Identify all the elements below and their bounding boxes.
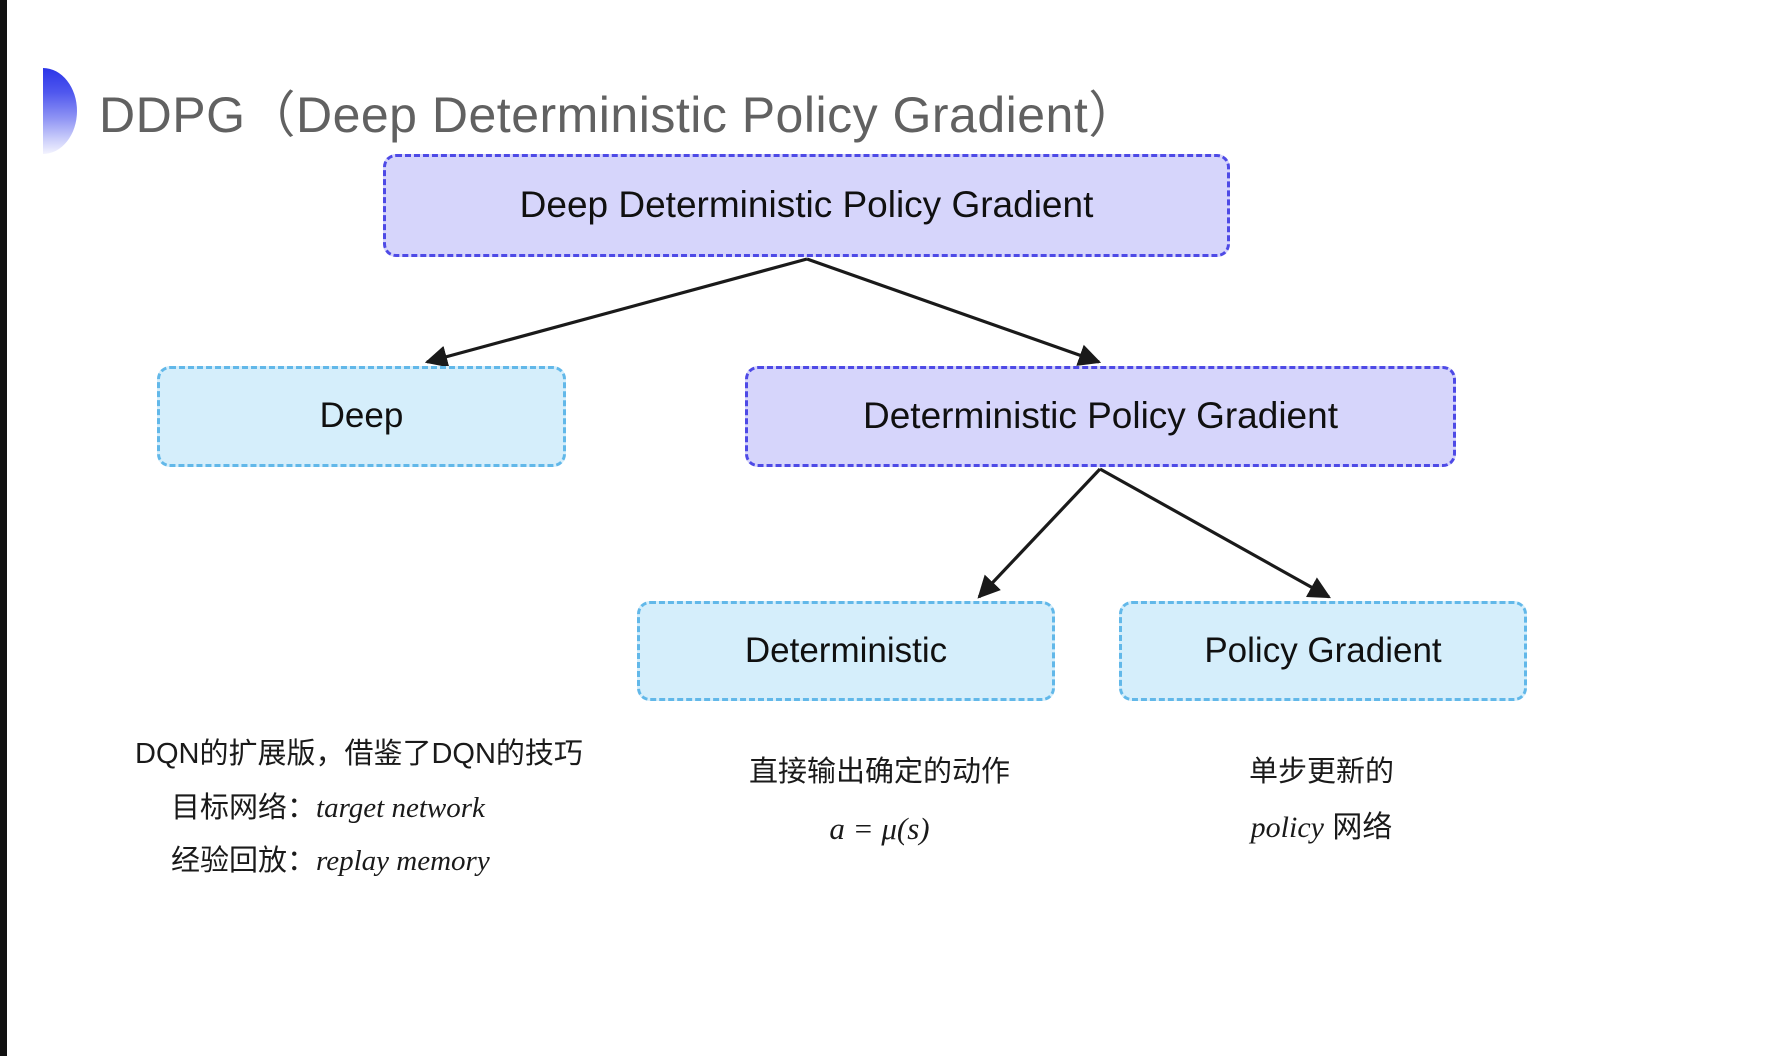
edge-root-to-dpg — [806, 257, 1102, 366]
node-label: Deterministic — [744, 630, 948, 670]
half-circle-gradient-icon — [43, 68, 77, 154]
node-label: Deep Deterministic Policy Gradient — [519, 184, 1094, 226]
page-title: DDPG（Deep Deterministic Policy Gradient） — [43, 56, 1139, 166]
node-deep[interactable]: Deep — [157, 366, 566, 467]
annotation-deep-line-2-label: 目标网络： — [171, 791, 317, 824]
annotation-policy-gradient-line-1: 单步更新的 — [1249, 756, 1395, 788]
node-label: Policy Gradient — [1204, 630, 1442, 670]
annotation-policy-gradient-suffix: 网络 — [1323, 810, 1393, 844]
annotation-deep-line-1: DQN的扩展版，借鉴了DQN的技巧 — [135, 738, 583, 770]
node-deterministic[interactable]: Deterministic — [637, 601, 1055, 701]
annotation-deep-line-3-term: replay memory — [316, 845, 490, 878]
annotation-deep-line-3: 经验回放：replay memory — [135, 835, 583, 889]
node-deterministic-policy-gradient[interactable]: Deterministic Policy Gradient — [745, 366, 1456, 467]
annotation-deterministic: 直接输出确定的动作 a = μ(s) — [749, 746, 1010, 857]
page-title-text: DDPG（Deep Deterministic Policy Gradient） — [99, 87, 1139, 143]
node-label: Deep — [319, 396, 404, 436]
annotation-policy-gradient-term: policy — [1250, 810, 1324, 844]
annotation-deep: DQN的扩展版，借鉴了DQN的技巧 目标网络：target network 经验… — [135, 728, 583, 889]
node-policy-gradient[interactable]: Policy Gradient — [1119, 601, 1527, 701]
node-label: Deterministic Policy Gradient — [863, 395, 1338, 437]
annotation-deep-line-2-term: target network — [316, 791, 485, 824]
annotation-policy-gradient-line-2: policy 网络 — [1249, 800, 1394, 856]
annotation-deterministic-line-1: 直接输出确定的动作 — [749, 756, 1011, 788]
annotation-deep-line-3-label: 经验回放： — [171, 845, 317, 878]
edge-dpg-to-policy-gradient — [1099, 467, 1331, 599]
edge-dpg-to-deterministic — [977, 467, 1102, 599]
annotation-deterministic-formula: a = μ(s) — [829, 810, 930, 846]
node-deep-deterministic-policy-gradient[interactable]: Deep Deterministic Policy Gradient — [383, 154, 1230, 257]
edge-root-to-deep — [424, 257, 808, 368]
annotation-deep-line-2: 目标网络：target network — [135, 782, 583, 836]
annotation-policy-gradient: 单步更新的 policy 网络 — [1249, 746, 1394, 855]
